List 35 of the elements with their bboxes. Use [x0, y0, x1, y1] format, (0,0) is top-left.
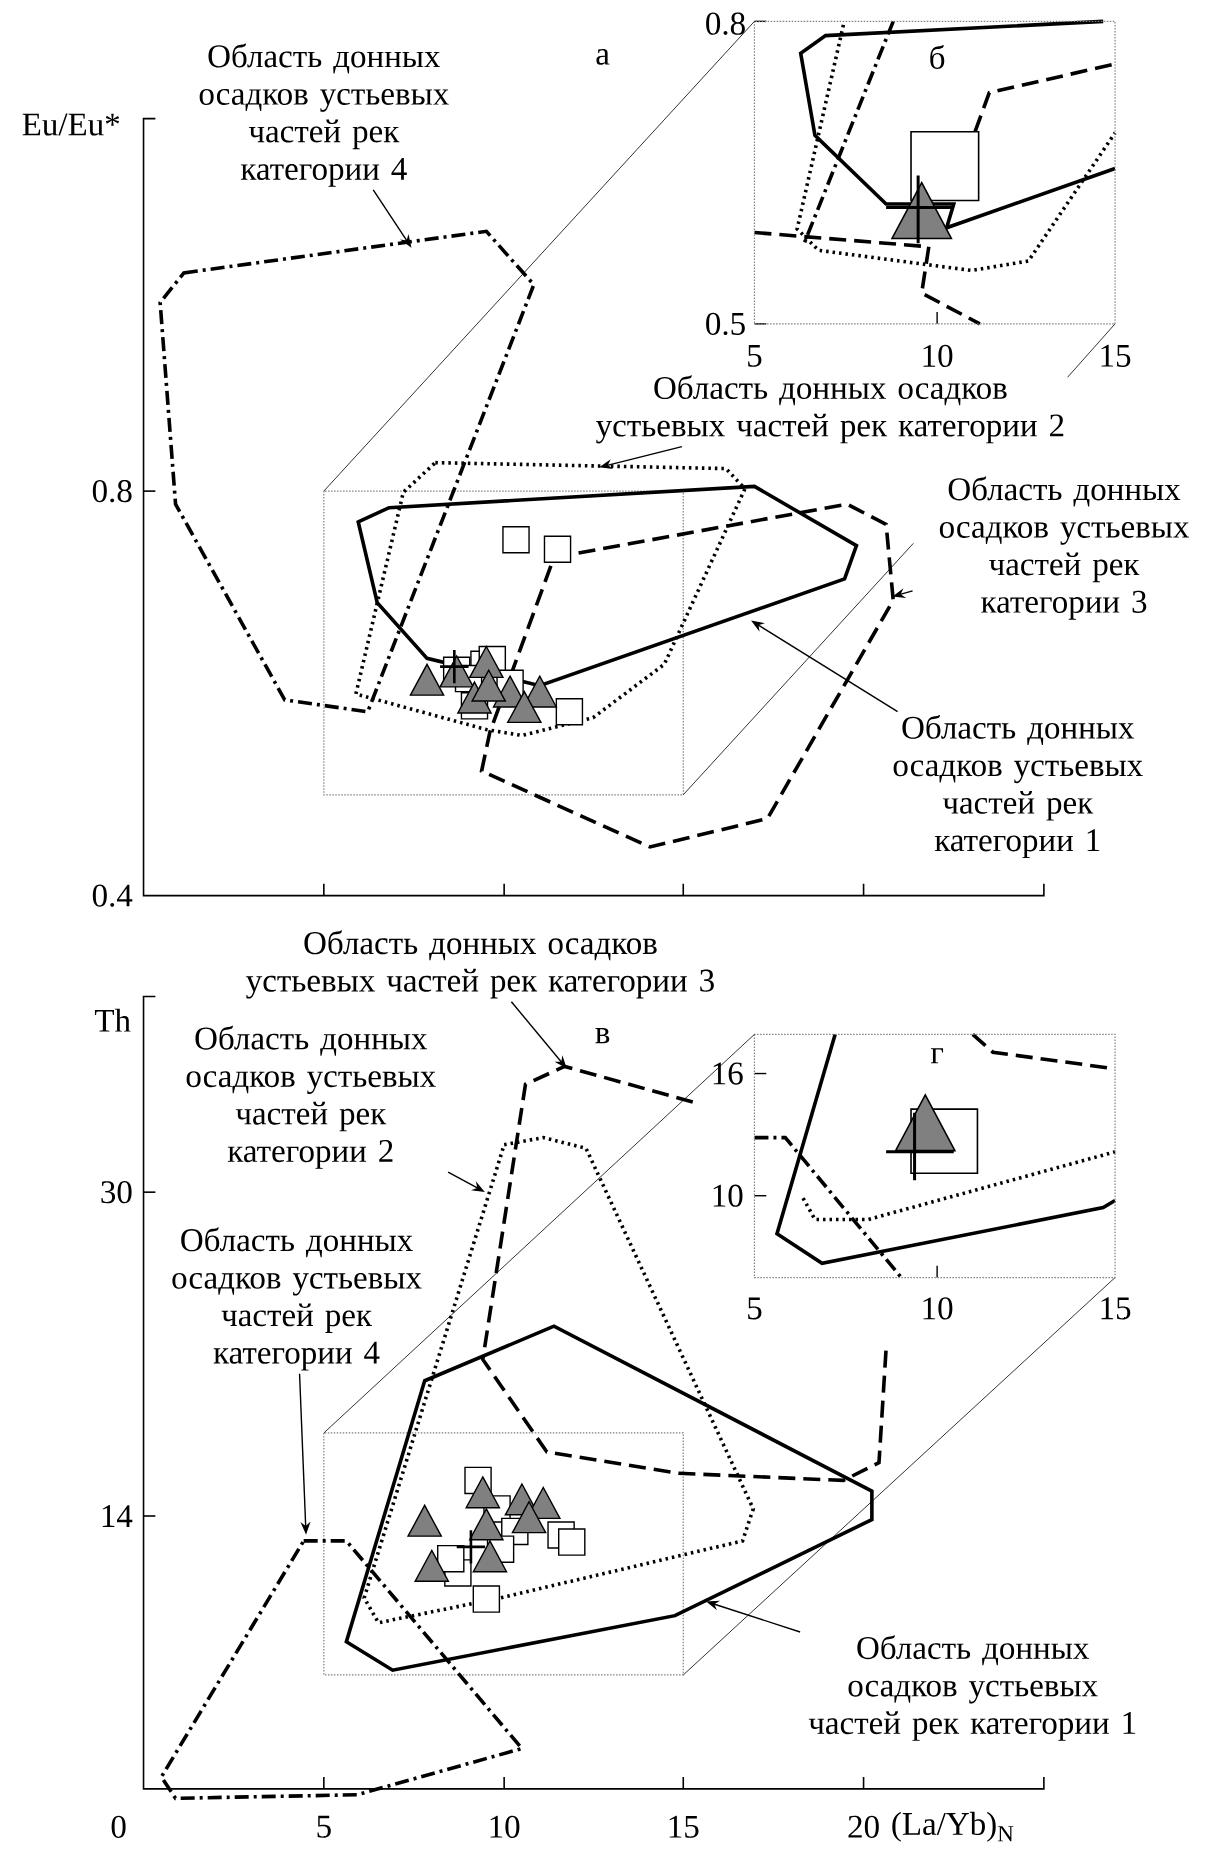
axis-label: Th	[94, 1008, 131, 1032]
axis-label: 15	[1101, 344, 1131, 367]
region-outline	[479, 502, 895, 849]
axis-label: 0.5	[705, 312, 745, 336]
axis-label: 10	[713, 1184, 743, 1207]
annotation-text: Область донных осадков устьевых частей рек категории 2	[595, 375, 1064, 444]
axis-label: 0.8	[705, 12, 745, 35]
annotation-text: Область донных осадков устьевых частей рек категории 3	[939, 476, 1189, 620]
region-outline	[480, 1064, 888, 1483]
axis-label: 10	[923, 1297, 953, 1320]
axis-label: 30	[101, 1181, 132, 1204]
axis-label: (La/Yb)$_{N}$	[892, 1811, 1014, 1842]
axis-label: 15	[1101, 1297, 1131, 1320]
axis-label: 16	[713, 1062, 743, 1085]
annotation-text: Область донных осадков устьевых частей рек категории 3	[245, 930, 714, 999]
axis-label: 5	[747, 1297, 762, 1320]
region-outline	[158, 229, 536, 714]
axis-label: б	[930, 45, 945, 69]
annotation-text: Область донных осадков устьевых частей рек категории 4	[172, 1227, 422, 1371]
axis-label: 5	[747, 344, 762, 367]
axis-label: г	[930, 1048, 943, 1064]
axis-label: 0	[111, 1815, 126, 1838]
axis-label: 14	[102, 1505, 133, 1527]
axis-label: а	[596, 49, 610, 65]
axis-label: 20	[848, 1815, 879, 1838]
annotation-text: Область донных осадков устьевых частей рек категории 4	[199, 43, 449, 187]
axis-label: в	[595, 1028, 610, 1044]
axis-label: 0.4	[92, 884, 133, 907]
axis-label: 10	[923, 344, 953, 368]
axis-label: Eu/Eu*	[22, 113, 119, 136]
axis-label: 15	[669, 1815, 699, 1838]
annotation-text: Область донных осадков устьевых частей рек категории 1	[808, 1635, 1135, 1741]
annotation-text: Область донных осадков устьевых частей рек категории 1	[893, 714, 1143, 859]
annotation-text: Область донных осадков устьевых частей рек категории 2	[186, 1025, 436, 1169]
region-outline	[353, 460, 747, 738]
